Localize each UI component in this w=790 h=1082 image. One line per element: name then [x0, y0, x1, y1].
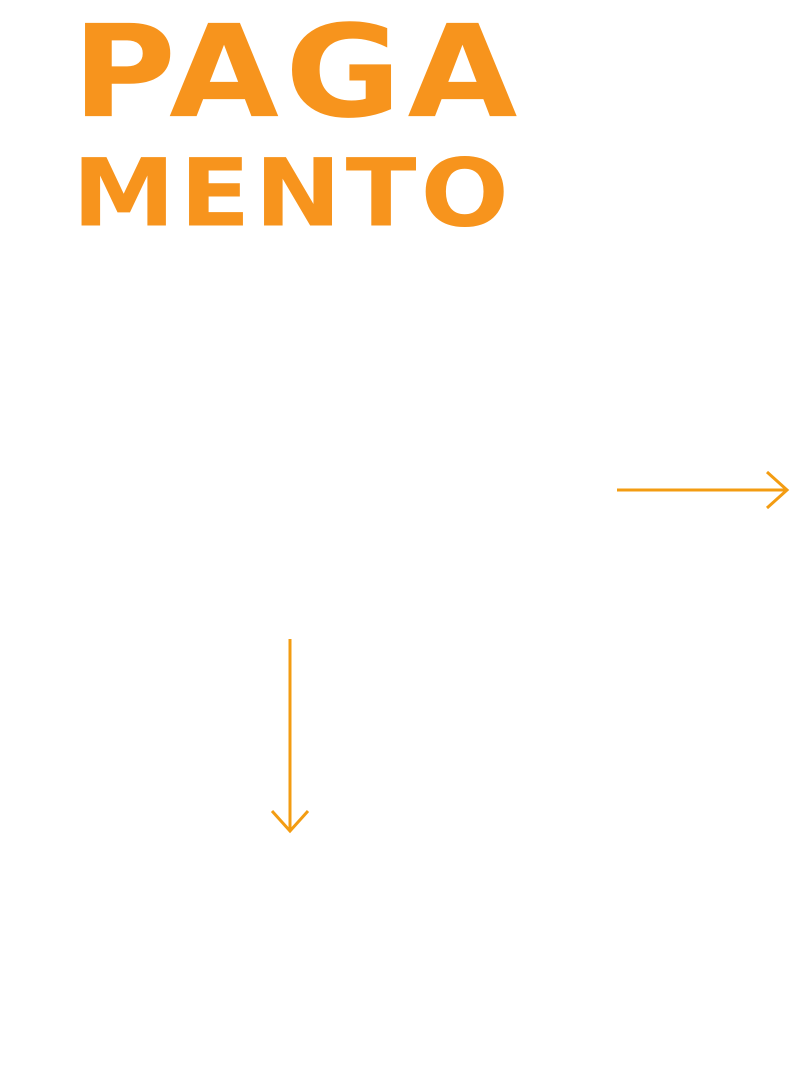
arrow-right-icon	[617, 470, 790, 510]
title-line-2: MENTO	[72, 138, 513, 248]
arrow-down-icon	[270, 639, 310, 834]
title-line-1: PAGA	[72, 0, 524, 147]
page-title: PAGA MENTO	[72, 0, 524, 248]
